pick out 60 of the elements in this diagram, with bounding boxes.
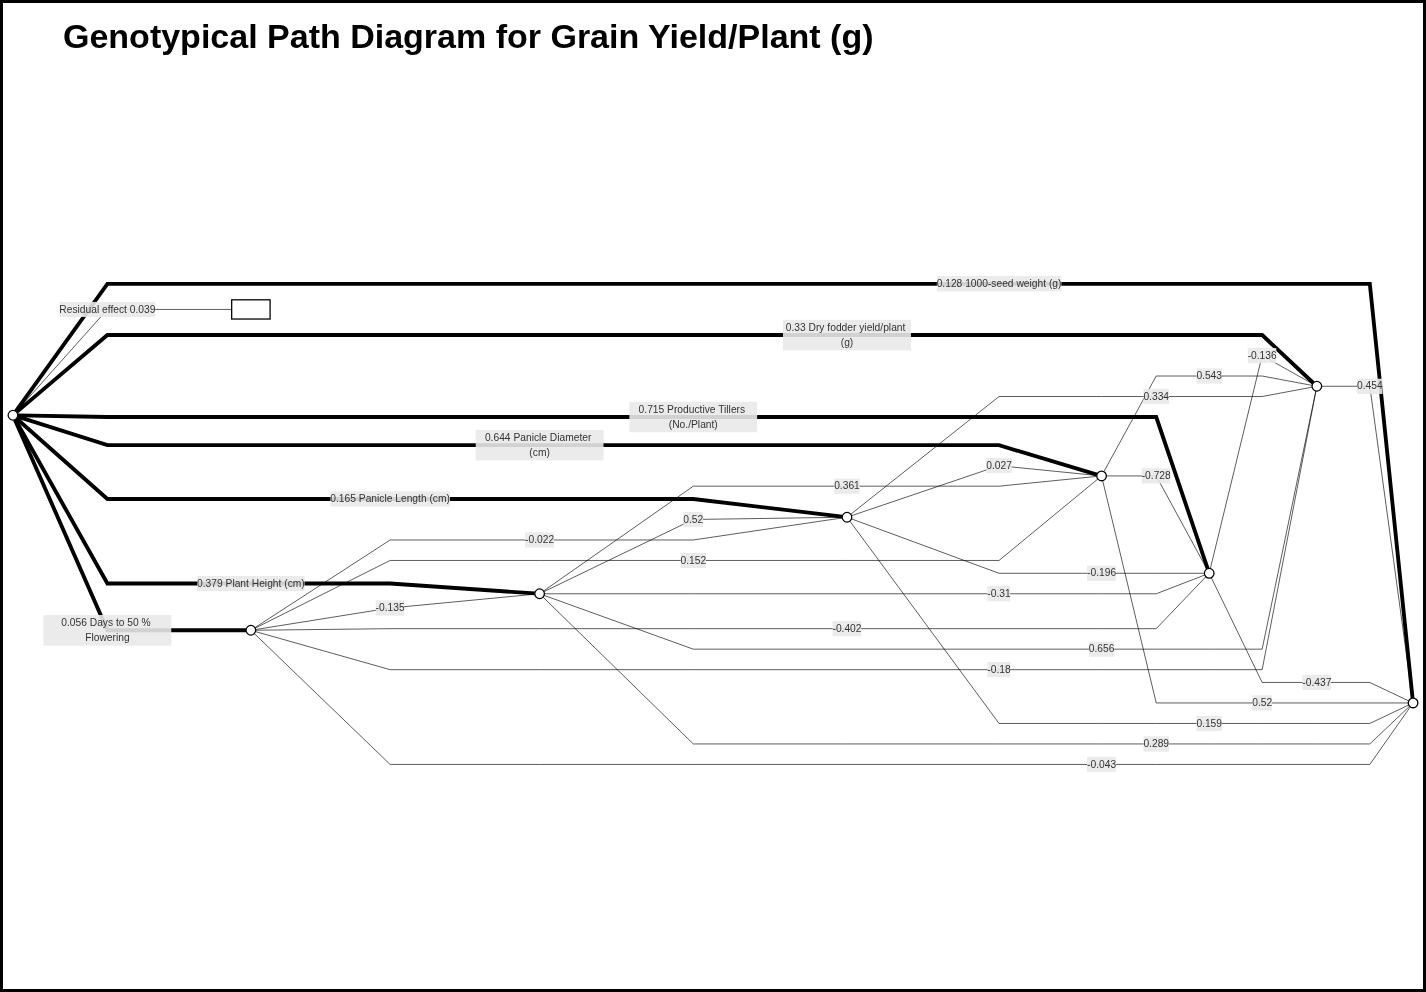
edge-label: 0.379 Plant Height (cm) <box>197 578 305 590</box>
connector <box>15 417 843 519</box>
edge-label: -0.31 <box>987 588 1011 600</box>
node-circle <box>1203 568 1215 580</box>
connector <box>255 576 1207 631</box>
node-circle <box>245 625 257 637</box>
edge-label: 0.644 Panicle Diameter (cm) <box>484 432 592 459</box>
connector <box>1103 376 1313 473</box>
node-circle <box>1311 381 1323 393</box>
connector <box>254 633 1411 766</box>
edge-label: 0.454 <box>1356 380 1383 392</box>
diagram-title: Genotypical Path Diagram for Grain Yield/Plant (g) <box>63 17 875 56</box>
connector <box>850 387 1313 515</box>
edge-label: -0.728 <box>1141 470 1171 482</box>
edge-label: Residual effect 0.039 <box>59 304 156 315</box>
node-circle <box>534 588 546 600</box>
connector <box>254 479 1099 629</box>
edge-label: 0.027 <box>986 460 1012 472</box>
connector <box>542 597 1410 745</box>
edge-label: 0.334 <box>1143 391 1170 403</box>
node-box <box>231 299 271 321</box>
edge-label: -0.437 <box>1302 677 1332 688</box>
edge-label: 0.159 <box>1196 718 1223 729</box>
edge-label: 0.52 <box>683 514 704 525</box>
connector <box>544 575 1206 595</box>
edge-label: 0.52 <box>1252 697 1273 709</box>
connector <box>13 418 535 596</box>
connector <box>543 391 1317 650</box>
node-circle <box>1407 697 1419 709</box>
connector <box>851 465 1098 517</box>
edge-label: 0.33 Dry fodder yield/plant (g) <box>785 321 906 349</box>
connector <box>254 518 843 629</box>
connector <box>16 415 1098 477</box>
edge-label: 0.128 1000-seed weight (g) <box>936 278 1062 290</box>
edge-label: 0.656 <box>1088 643 1115 655</box>
edge-label: 0.152 <box>680 555 707 566</box>
node-circle <box>7 410 19 422</box>
connector <box>1210 577 1410 702</box>
edge-label: 0.543 <box>1196 370 1223 382</box>
edge-label: -0.136 <box>1247 350 1277 362</box>
node-circle <box>1096 470 1107 482</box>
edge-label: 0.165 Panicle Length (cm) <box>330 493 450 505</box>
node-circle <box>841 512 853 524</box>
connector <box>15 333 1315 414</box>
connector <box>255 391 1317 671</box>
connector <box>851 518 1205 574</box>
edge-label: 0.715 Productive Tillers (No./Plant) <box>638 403 746 431</box>
edge-label: -0.18 <box>987 664 1011 676</box>
edge-label: 0.361 <box>834 480 860 492</box>
edge-label: 0.056 Days to 50 % Flowering <box>61 617 151 644</box>
connector <box>255 594 536 631</box>
connector <box>1102 480 1409 704</box>
edge-label: -0.135 <box>375 602 405 614</box>
connector <box>543 476 1098 592</box>
edge-label: -0.022 <box>525 534 555 546</box>
edge-label: -0.196 <box>1087 567 1117 579</box>
edge-label: -0.043 <box>1087 759 1117 770</box>
edge-label: -0.402 <box>832 623 862 635</box>
connector <box>849 521 1410 725</box>
edge-label: 0.289 <box>1143 738 1170 750</box>
